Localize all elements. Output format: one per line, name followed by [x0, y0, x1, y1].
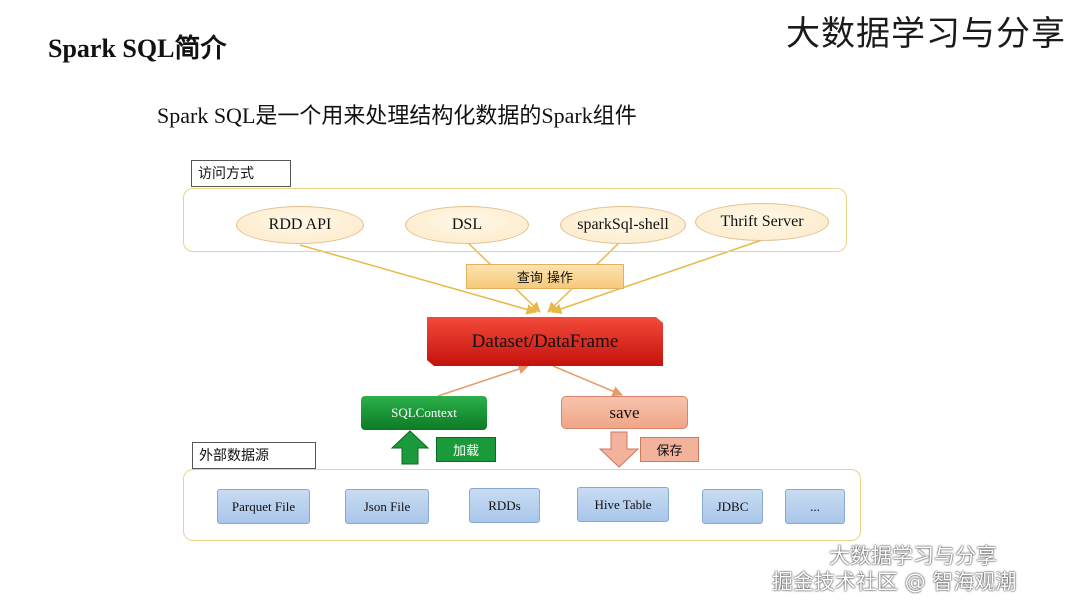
brand-logo-text: 大数据学习与分享 — [786, 14, 1066, 54]
access-label: 访问方式 — [191, 160, 291, 187]
access-item-sparksql-shell: sparkSql-shell — [560, 206, 686, 244]
slide-subtitle: Spark SQL是一个用来处理结构化数据的Spark组件 — [157, 103, 637, 128]
arrow-save — [552, 365, 623, 397]
access-item-dsl: DSL — [405, 206, 529, 244]
source-more: ... — [785, 489, 845, 524]
source-hive-table: Hive Table — [577, 487, 669, 522]
source-jdbc: JDBC — [702, 489, 763, 524]
source-json-file: Json File — [345, 489, 429, 524]
arrow-thrift-server — [551, 239, 763, 314]
watermark-brand: 大数据学习与分享 — [829, 544, 997, 568]
query-operation-box: 查询 操作 — [466, 264, 624, 289]
arrow-sqlcontext — [437, 364, 529, 397]
save-down-arrow — [598, 431, 640, 468]
access-item-rdd-api: RDD API — [236, 206, 364, 244]
save-box: save — [561, 396, 688, 429]
access-panel — [183, 188, 847, 252]
page-title: Spark SQL简介 — [48, 34, 227, 63]
dataset-dataframe-box: Dataset/DataFrame — [427, 317, 663, 366]
external-sources-label: 外部数据源 — [192, 442, 316, 469]
source-rdds: RDDs — [469, 488, 540, 523]
access-item-thrift-server: Thrift Server — [695, 203, 829, 241]
save-keep-label-box: 保存 — [640, 437, 699, 462]
watermark-site: 掘金技术社区 @ 智海观潮 — [772, 570, 1017, 594]
load-label-box: 加载 — [436, 437, 496, 462]
source-parquet-file: Parquet File — [217, 489, 310, 524]
sqlcontext-box: SQLContext — [361, 396, 487, 430]
load-up-arrow — [390, 430, 430, 465]
external-sources-panel — [183, 469, 861, 541]
arrow-rdd-api — [299, 244, 538, 315]
